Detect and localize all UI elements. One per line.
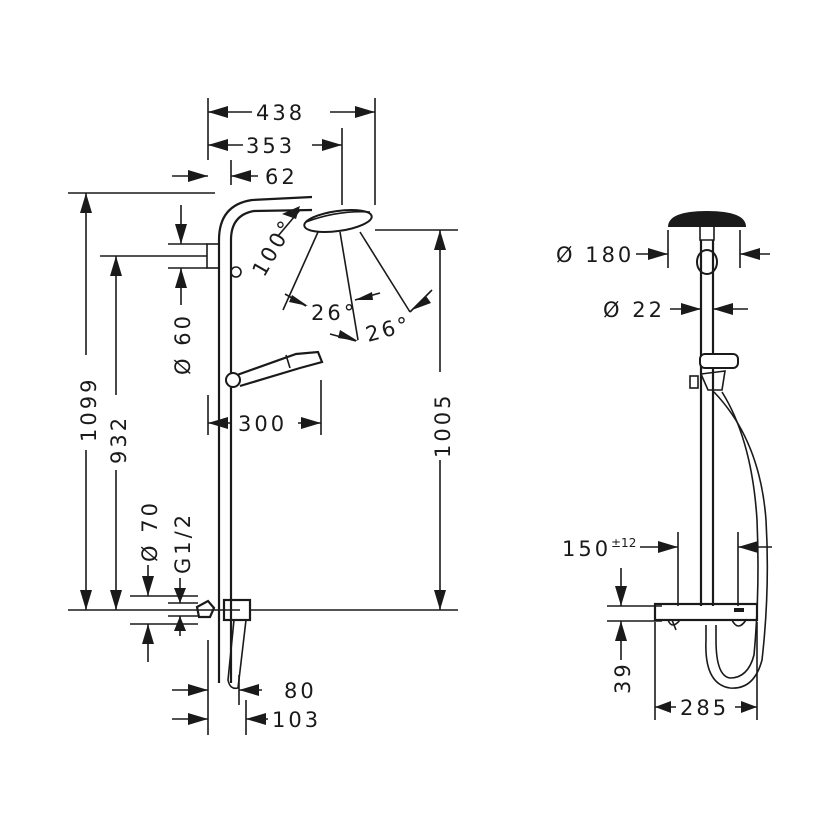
dim-depth-103: 103 <box>172 700 321 735</box>
angle-head-label: 100° <box>248 214 300 280</box>
head-diameter-label: Ø 180 <box>556 243 634 267</box>
dim-inlet-spacing: 150 ±12 <box>562 532 772 606</box>
height-bracket-label: 932 <box>107 415 131 464</box>
dim-inlet-height: 39 <box>607 568 662 694</box>
dim-connection-thread: G1/2 <box>168 512 198 636</box>
dim-height-total: 1099 <box>68 192 240 611</box>
depth-80-label: 80 <box>284 679 317 703</box>
shower-column <box>217 195 313 683</box>
angle-right-label: 26° <box>363 312 414 347</box>
front-mixer-bar <box>653 602 759 631</box>
angle-left-label: 26° <box>311 301 357 325</box>
inlet-spacing-label: 150 <box>562 537 611 561</box>
dim-angle-left: 26° <box>284 292 381 325</box>
side-view: 438 353 62 100° <box>68 98 458 735</box>
inlet-height-label: 39 <box>611 661 635 694</box>
hand-shower-reach-label: 300 <box>238 412 287 436</box>
inlet-tolerance-label: ±12 <box>611 536 636 550</box>
front-view: Ø 180 Ø 22 150 ±12 <box>556 211 772 720</box>
front-head-shower <box>668 211 746 275</box>
bracket-diameter-label: Ø 60 <box>171 313 195 375</box>
dim-pipe-diameter: Ø 22 <box>603 298 748 322</box>
front-hose <box>705 391 769 689</box>
hand-shower <box>225 350 324 388</box>
wall-bracket <box>206 243 242 278</box>
thermostat-mixer <box>195 598 252 690</box>
front-hand-shower <box>689 353 739 391</box>
mixer-width-label: 285 <box>680 696 729 720</box>
dim-bracket-diameter: Ø 60 <box>168 205 207 375</box>
dim-thermostat-diameter: Ø 70 <box>130 500 198 662</box>
overhead-shower-head <box>303 209 373 233</box>
dim-width-arm: 353 <box>208 128 343 205</box>
arm-offset-label: 62 <box>265 165 298 189</box>
dim-head-diameter: Ø 180 <box>556 230 770 268</box>
connection-thread-label: G1/2 <box>171 512 195 574</box>
dim-hand-shower-reach: 300 <box>207 380 322 436</box>
dim-height-head: 1005 <box>250 229 458 611</box>
dim-height-bracket: 932 <box>100 255 207 610</box>
height-total-label: 1099 <box>77 377 101 442</box>
dim-width-total: 438 <box>207 98 376 205</box>
width-total-label: 438 <box>256 101 305 125</box>
thermostat-diameter-label: Ø 70 <box>138 500 162 562</box>
dim-arm-offset: 62 <box>172 160 298 189</box>
height-head-label: 1005 <box>431 393 455 458</box>
dim-mixer-width: 285 <box>654 622 758 720</box>
width-arm-label: 353 <box>246 134 295 158</box>
front-column <box>699 240 715 606</box>
dim-angle-head: 100° <box>248 206 300 281</box>
pipe-diameter-label: Ø 22 <box>603 298 665 322</box>
depth-103-label: 103 <box>272 708 321 732</box>
